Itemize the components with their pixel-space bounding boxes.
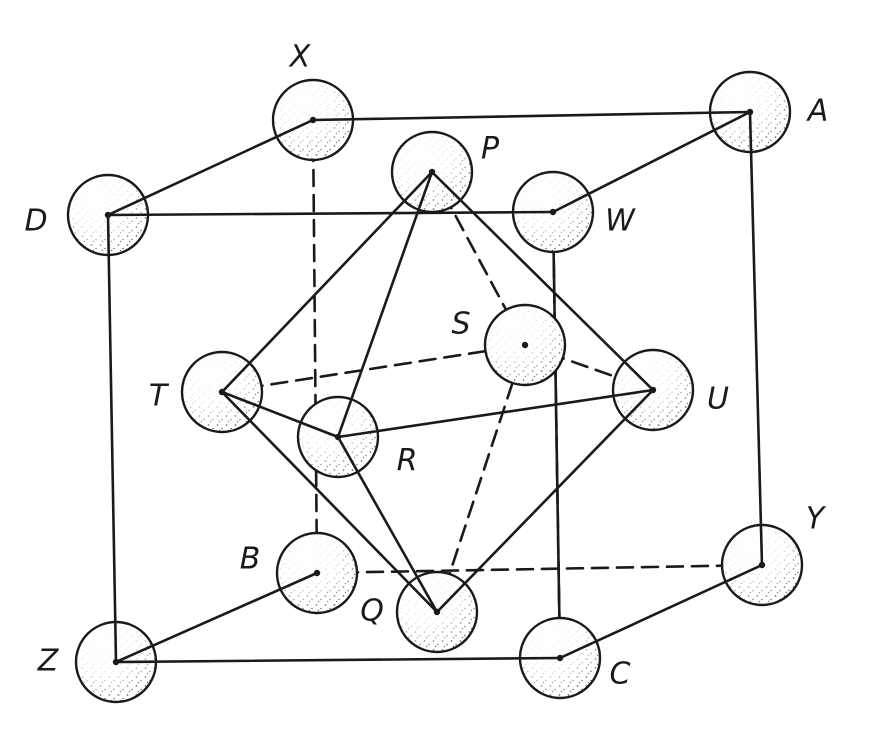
bond-stub-P-U	[430, 170, 461, 200]
atom-label-P: P	[481, 132, 500, 167]
bond-stub-T-P	[220, 363, 250, 394]
bond-stub-B-Z	[280, 571, 319, 590]
labels-layer: X A D W B Y Z C P Q R S T U	[24, 40, 828, 692]
bond-stub-R-P	[336, 399, 353, 439]
bond-stub-P-R	[417, 170, 434, 210]
solid-edge-W-C	[551, 210, 562, 660]
atom-label-R: R	[397, 444, 418, 479]
solid-edge-Q-T	[220, 390, 439, 614]
bond-stub-T-Q	[220, 390, 250, 421]
atom-S	[483, 303, 567, 387]
bond-stub-Q-T	[409, 583, 439, 614]
atom-label-C: C	[610, 657, 631, 692]
bond-stub-Y-A	[759, 525, 764, 567]
bond-stub-U-Q	[625, 388, 655, 419]
bond-stub-X-D	[277, 118, 315, 138]
atoms-layer	[66, 70, 804, 704]
solid-edge-P-T	[220, 170, 434, 394]
bond-stub-C-Y	[558, 640, 596, 660]
solid-edge-D-Z	[106, 213, 118, 664]
bond-stub-U-R	[614, 388, 655, 397]
bond-stub-A-X	[710, 110, 752, 114]
solid-edge-D-W	[106, 210, 555, 217]
solid-edge-P-R	[336, 170, 434, 439]
bond-stub-Z-D	[114, 622, 118, 664]
solid-edge-R-U	[336, 388, 655, 439]
atom-label-U: U	[707, 382, 729, 417]
atom-label-X: X	[288, 40, 312, 75]
bond-stub-X-A	[311, 118, 353, 122]
bond-stub-R-Q	[336, 435, 359, 472]
solid-edge-Q-U	[435, 388, 655, 614]
bond-stub-T-R	[220, 390, 259, 408]
dashed-edge-Q-S	[435, 343, 527, 614]
bond-stub-R-T	[301, 421, 340, 439]
solid-edge-X-A	[311, 110, 752, 122]
solid-edge-A-Y	[748, 110, 764, 567]
dashed-edge-X-B	[311, 118, 319, 575]
solid-edge-P-U	[430, 170, 655, 392]
atom-label-A: A	[806, 94, 829, 129]
atom-label-B: B	[240, 542, 261, 577]
atom-label-Q: Q	[360, 594, 384, 629]
bond-stub-Y-C	[726, 563, 764, 583]
atom-label-Z: Z	[37, 644, 60, 679]
dashed-edge-T-S	[220, 343, 527, 394]
bond-stub-A-W	[714, 110, 752, 131]
atom-label-Y: Y	[806, 502, 827, 537]
bond-stub-P-T	[404, 170, 434, 201]
bond-stub-R-U	[336, 430, 377, 439]
bond-stub-A-Y	[748, 110, 753, 152]
dashed-edge-B-Y	[315, 563, 764, 575]
bond-stub-Q-U	[435, 583, 465, 614]
atom-label-W: W	[605, 204, 636, 239]
bond-stub-U-P	[624, 362, 655, 392]
atom-label-T: T	[149, 379, 170, 414]
bond-stub-Z-B	[114, 645, 153, 664]
bond-stub-D-X	[106, 197, 144, 217]
bond-stub-W-A	[551, 193, 589, 214]
solid-edge-Z-C	[114, 656, 562, 664]
atom-label-D: D	[24, 204, 47, 239]
bond-stub-D-Z	[106, 213, 110, 255]
bond-stub-Q-R	[416, 577, 439, 614]
atom-label-S: S	[451, 307, 470, 342]
